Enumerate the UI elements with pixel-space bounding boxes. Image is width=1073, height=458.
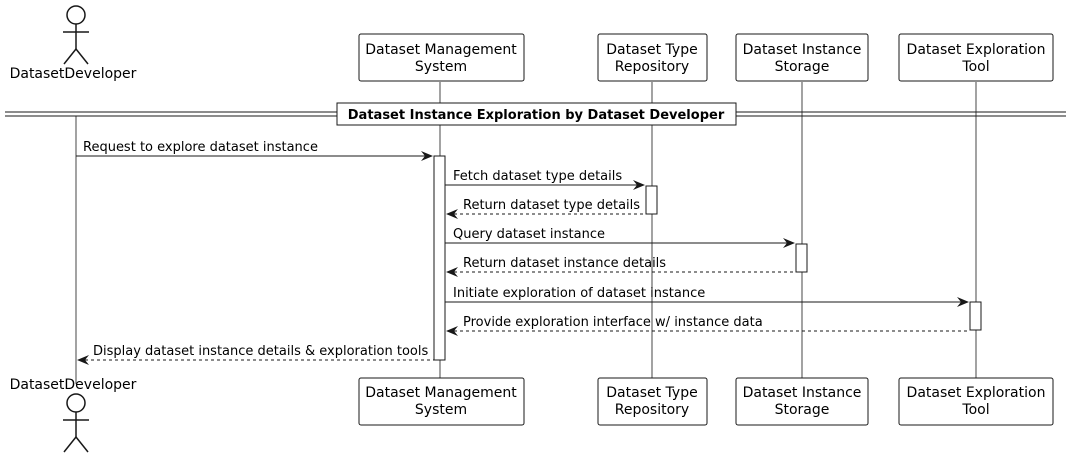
arrowhead-left bbox=[77, 355, 89, 365]
activation-bar-exploration-tool bbox=[969, 301, 982, 331]
participant-label-line1: Dataset Management bbox=[365, 385, 517, 401]
participant-label-line2: Repository bbox=[615, 402, 689, 418]
participant-label-line2: Storage bbox=[775, 59, 830, 75]
message-provide-interface: Provide exploration interface w/ instanc… bbox=[446, 315, 970, 336]
participant-dataset-management-system-bottom: Dataset Management System bbox=[358, 377, 525, 426]
participant-label-line2: Storage bbox=[775, 402, 830, 418]
arrowhead-right bbox=[633, 180, 645, 190]
participant-dataset-exploration-tool-top: Dataset Exploration Tool bbox=[898, 33, 1054, 82]
arrowhead-left bbox=[446, 326, 458, 336]
message-label: Return dataset type details bbox=[463, 198, 640, 213]
actor-dataset-developer-bottom: DatasetDeveloper bbox=[10, 377, 137, 453]
message-return-instance: Return dataset instance details bbox=[446, 256, 796, 277]
participant-dataset-management-system-top: Dataset Management System bbox=[358, 33, 525, 82]
section-divider: Dataset Instance Exploration by Dataset … bbox=[5, 102, 1066, 126]
activation-bar-type-repository bbox=[645, 185, 658, 215]
participant-label-line2: Tool bbox=[961, 59, 989, 75]
participant-dataset-type-repository-bottom: Dataset Type Repository bbox=[597, 377, 708, 426]
message-initiate-exploration: Initiate exploration of dataset instance bbox=[445, 286, 969, 307]
participant-label-line2: Repository bbox=[615, 59, 689, 75]
message-fetch-type: Fetch dataset type details bbox=[445, 169, 645, 190]
message-request-explore: Request to explore dataset instance bbox=[76, 140, 433, 161]
message-label: Display dataset instance details & explo… bbox=[93, 344, 428, 359]
divider-label: Dataset Instance Exploration by Dataset … bbox=[348, 108, 725, 123]
participant-dataset-instance-storage-top: Dataset Instance Storage bbox=[735, 33, 869, 82]
actor-label: DatasetDeveloper bbox=[10, 377, 137, 393]
participant-label-line1: Dataset Management bbox=[365, 42, 517, 58]
message-label: Return dataset instance details bbox=[463, 256, 666, 271]
participant-label-line1: Dataset Instance bbox=[743, 42, 862, 58]
message-label: Provide exploration interface w/ instanc… bbox=[463, 315, 763, 330]
message-label: Initiate exploration of dataset instance bbox=[453, 286, 705, 301]
participant-label-line1: Dataset Type bbox=[606, 385, 697, 401]
message-return-type: Return dataset type details bbox=[446, 198, 646, 219]
arrowhead-right bbox=[421, 151, 433, 161]
participant-dataset-instance-storage-bottom: Dataset Instance Storage bbox=[735, 377, 869, 426]
participant-dataset-exploration-tool-bottom: Dataset Exploration Tool bbox=[898, 377, 1054, 426]
arrowhead-right bbox=[957, 297, 969, 307]
activation-bar-instance-storage bbox=[795, 243, 808, 273]
message-label: Query dataset instance bbox=[453, 227, 605, 242]
message-display-details: Display dataset instance details & explo… bbox=[77, 344, 434, 365]
participant-label-line1: Dataset Exploration bbox=[907, 42, 1046, 58]
arrowhead-right bbox=[783, 238, 795, 248]
participant-label-line2: System bbox=[415, 59, 467, 75]
participant-label-line2: System bbox=[415, 402, 467, 418]
message-query-instance: Query dataset instance bbox=[445, 227, 795, 248]
actor-dataset-developer-top: DatasetDeveloper bbox=[10, 5, 137, 82]
participant-label-line2: Tool bbox=[961, 402, 989, 418]
participant-label-line1: Dataset Type bbox=[606, 42, 697, 58]
activation-bar-management-system bbox=[433, 155, 446, 361]
participant-label-line1: Dataset Exploration bbox=[907, 385, 1046, 401]
message-label: Request to explore dataset instance bbox=[83, 140, 318, 155]
participant-label-line1: Dataset Instance bbox=[743, 385, 862, 401]
arrowhead-left bbox=[446, 267, 458, 277]
arrowhead-left bbox=[446, 209, 458, 219]
message-label: Fetch dataset type details bbox=[453, 169, 622, 184]
actor-label: DatasetDeveloper bbox=[10, 66, 137, 82]
participant-dataset-type-repository-top: Dataset Type Repository bbox=[597, 33, 708, 82]
